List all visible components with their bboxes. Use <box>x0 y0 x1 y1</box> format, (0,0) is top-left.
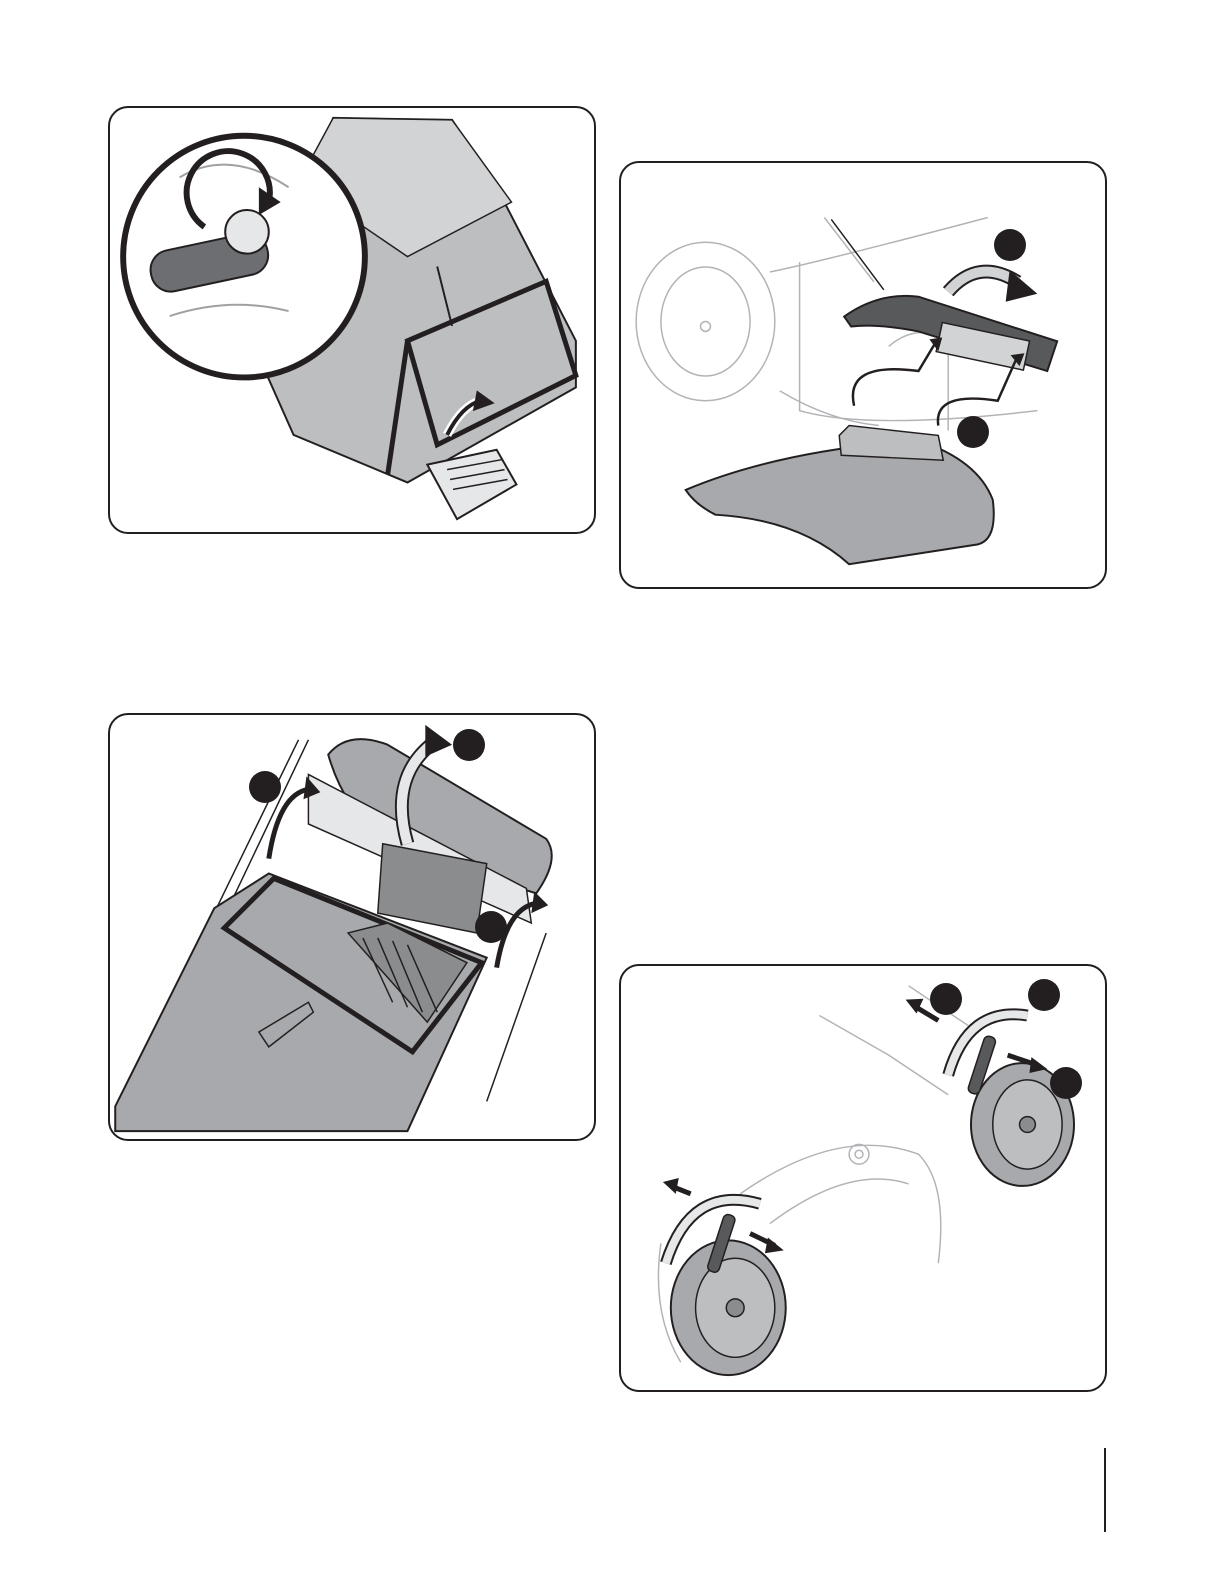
callout-marker <box>1028 979 1060 1011</box>
figure-grass-bag-handle <box>108 106 596 534</box>
grass-bag-illustration <box>110 108 594 532</box>
callout-marker <box>1050 1067 1082 1099</box>
figure-rear-door <box>619 161 1107 589</box>
callout-marker <box>249 771 281 803</box>
grass-bag-install-illustration <box>110 715 594 1139</box>
callout-marker <box>475 911 507 943</box>
figure-grass-bag-install <box>108 713 596 1141</box>
callout-marker <box>453 729 485 761</box>
page-margin-rule <box>1104 1448 1106 1532</box>
rear-door-illustration <box>621 163 1105 587</box>
figure-cutting-height <box>619 964 1107 1392</box>
callout-marker <box>994 229 1026 261</box>
callout-marker <box>957 416 989 448</box>
cutting-height-illustration <box>621 966 1105 1390</box>
callout-marker <box>930 983 962 1015</box>
